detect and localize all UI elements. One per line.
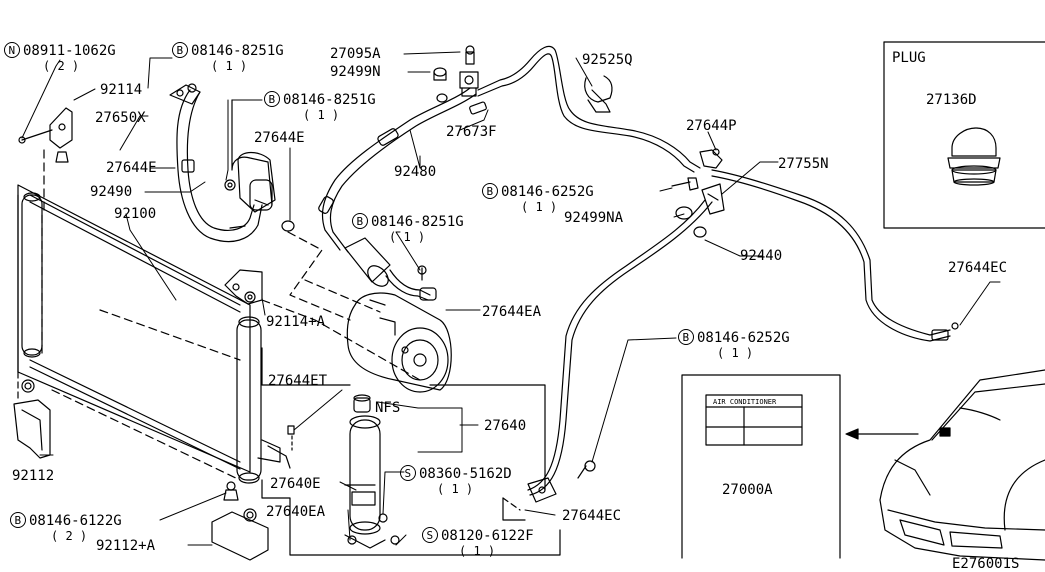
label-prefix-circle bbox=[10, 512, 26, 528]
label-prefix: N bbox=[9, 44, 16, 57]
part-qty-s08360: ( 1 ) bbox=[437, 482, 473, 496]
part-label-p92112a: 92112+A bbox=[96, 538, 156, 554]
part-label-p27644e1: 27644E bbox=[106, 160, 157, 176]
car-silhouette bbox=[879, 369, 1045, 561]
arrow-head bbox=[845, 428, 859, 440]
label-prefix-circle bbox=[4, 42, 20, 58]
plug-title: PLUG bbox=[892, 50, 926, 66]
part-label-b08146e: 08146-6252G bbox=[697, 330, 790, 346]
part-label-p27644ea: 27644EA bbox=[482, 304, 542, 320]
label-prefix: S bbox=[405, 467, 412, 480]
pipe-27644et bbox=[257, 425, 295, 469]
part-label-p27644et: 27644ET bbox=[268, 373, 328, 389]
label-prefix: B bbox=[683, 331, 690, 344]
part-label-p27640: 27640 bbox=[484, 418, 526, 434]
part-label-n08911: 08911-1062G bbox=[23, 43, 116, 59]
cap-92499na bbox=[675, 206, 693, 220]
o-ring-27644e bbox=[281, 220, 295, 232]
label-prefix: B bbox=[177, 44, 184, 57]
part-label-p92490: 92490 bbox=[90, 184, 132, 200]
part-label-p27644ec2: 27644EC bbox=[562, 508, 621, 524]
part-label-p27000a: 27000A bbox=[722, 482, 773, 498]
part-label-b08146c: 08146-6252G bbox=[501, 184, 594, 200]
label-prefix: B bbox=[487, 185, 494, 198]
fitting-27644ec-right bbox=[931, 322, 959, 341]
leader-lines bbox=[21, 51, 1001, 546]
ac-label-title: AIR CONDITIONER bbox=[713, 398, 777, 406]
part-label-p92112: 92112 bbox=[12, 468, 54, 484]
label-prefix-circle bbox=[352, 213, 368, 229]
part-label-s08120: 08120-6122F bbox=[441, 528, 534, 544]
compressor bbox=[346, 292, 452, 393]
part-label-p27644ec1: 27644EC bbox=[948, 260, 1007, 276]
label-prefix-circle bbox=[400, 465, 416, 481]
part-label-p92114a: 92114+A bbox=[266, 314, 326, 330]
part-label-p27673f: 27673F bbox=[446, 124, 497, 140]
part-label-b08146a: 08146-8251G bbox=[191, 43, 284, 59]
part-label-p27650x: 27650X bbox=[95, 110, 146, 126]
part-label-pnfs: NFS bbox=[375, 400, 400, 416]
cap-92499n bbox=[433, 67, 447, 77]
part-label-p92440: 92440 bbox=[740, 248, 782, 264]
part-qty-n08911: ( 2 ) bbox=[43, 59, 79, 73]
part-label-p27644e2: 27644E bbox=[254, 130, 305, 146]
label-prefix-circle bbox=[172, 42, 188, 58]
part-qty-s08120: ( 1 ) bbox=[459, 544, 495, 558]
plug-box bbox=[883, 41, 1045, 229]
part-qty-b08146b: ( 1 ) bbox=[303, 108, 339, 122]
part-label-p27644p: 27644P bbox=[686, 118, 737, 134]
part-label-p92499na: 92499NA bbox=[564, 210, 624, 226]
part-label-p92100: 92100 bbox=[114, 206, 156, 222]
label-prefix: B bbox=[357, 215, 364, 228]
part-label-p27755n: 27755N bbox=[778, 156, 829, 172]
part-label-b08146f: 08146-6122G bbox=[29, 513, 122, 529]
bracket-92114 bbox=[18, 107, 73, 211]
condenser-92100 bbox=[17, 184, 262, 484]
part-label-p27640e: 27640E bbox=[270, 476, 321, 492]
diagram-code: E276001S bbox=[952, 556, 1019, 572]
plug-part-number: 27136D bbox=[926, 92, 977, 108]
part-qty-b08146d: ( 1 ) bbox=[389, 230, 425, 244]
label-prefix-circle bbox=[422, 527, 438, 543]
bracket-92114a bbox=[224, 269, 263, 305]
label-prefix: S bbox=[427, 529, 434, 542]
label-prefix: B bbox=[269, 93, 276, 106]
part-label-p92480: 92480 bbox=[394, 164, 436, 180]
part-label-p92525q: 92525Q bbox=[582, 52, 633, 68]
pipe-92480 bbox=[318, 87, 477, 301]
part-qty-b08146c: ( 1 ) bbox=[521, 200, 557, 214]
part-qty-b08146f: ( 2 ) bbox=[51, 529, 87, 543]
fitting-27095a bbox=[433, 45, 487, 115]
part-label-p92499n: 92499N bbox=[330, 64, 381, 80]
part-label-p27095a: 27095A bbox=[330, 46, 381, 62]
bolt-08146c bbox=[671, 177, 725, 215]
part-qty-b08146a: ( 1 ) bbox=[211, 59, 247, 73]
part-label-b08146b: 08146-8251G bbox=[283, 92, 376, 108]
pipe-92440 bbox=[477, 45, 951, 503]
manifold-pipe bbox=[224, 99, 276, 213]
clip-27644p bbox=[699, 148, 723, 169]
label-prefix-circle bbox=[264, 91, 280, 107]
bracket-92112a bbox=[211, 481, 269, 561]
part-qty-b08146e: ( 1 ) bbox=[717, 346, 753, 360]
bracket-92112 bbox=[13, 371, 51, 459]
ac-label-box bbox=[681, 374, 841, 559]
label-prefix-circle bbox=[482, 183, 498, 199]
part-label-p27640ea: 27640EA bbox=[266, 504, 326, 520]
clip-92525q bbox=[584, 75, 613, 113]
label-prefix: B bbox=[15, 514, 22, 527]
hose-92490 bbox=[169, 83, 263, 243]
part-label-s08360: 08360-5162D bbox=[419, 466, 512, 482]
label-prefix-circle bbox=[678, 329, 694, 345]
part-label-p92114: 92114 bbox=[100, 82, 142, 98]
part-label-b08146d: 08146-8251G bbox=[371, 214, 464, 230]
